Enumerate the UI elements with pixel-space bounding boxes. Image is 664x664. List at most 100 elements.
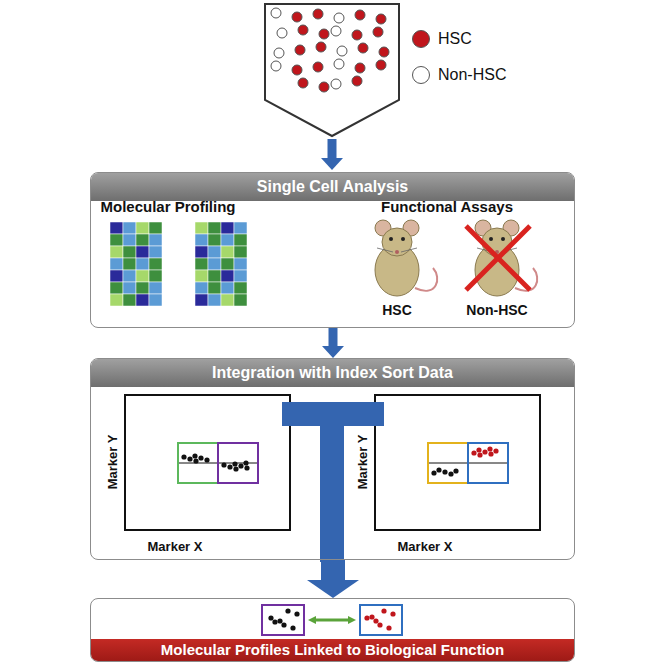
scatter-dot bbox=[448, 471, 453, 476]
cell-dot bbox=[313, 62, 323, 72]
link-arrow bbox=[316, 619, 348, 622]
scatter-dot bbox=[482, 449, 487, 454]
cell-dot bbox=[337, 46, 347, 56]
text-label: Functional Assays bbox=[381, 198, 513, 215]
mouse-icon bbox=[375, 220, 537, 296]
heatmap-cell bbox=[136, 258, 149, 270]
cross-mark bbox=[466, 226, 530, 290]
scatter-dot bbox=[493, 448, 498, 453]
heatmap-cell bbox=[195, 258, 208, 270]
heatmap-cell bbox=[208, 258, 221, 270]
heatmap-cell bbox=[136, 294, 149, 306]
legend-item: HSC bbox=[412, 30, 472, 48]
scatter-dot bbox=[431, 470, 436, 475]
text-label: Marker X bbox=[398, 539, 453, 554]
flow-arrow bbox=[329, 327, 338, 346]
heatmap-cell bbox=[234, 258, 247, 270]
cell-dot bbox=[274, 48, 284, 58]
scatter-dot bbox=[390, 611, 395, 616]
heatmap-cell bbox=[149, 222, 162, 234]
heatmap-cell bbox=[136, 282, 149, 294]
gate-box bbox=[218, 443, 258, 483]
gate-box bbox=[178, 443, 218, 483]
heatmap-cell bbox=[234, 246, 247, 258]
scatter-dot bbox=[232, 461, 237, 466]
gate-box bbox=[428, 443, 468, 483]
panel-title: Single Cell Analysis bbox=[91, 173, 574, 201]
scatter-dot bbox=[488, 451, 493, 456]
cell-dot bbox=[316, 42, 326, 52]
heatmap-cell bbox=[195, 270, 208, 282]
scatter-dot bbox=[281, 622, 286, 627]
scatter-dot bbox=[436, 467, 441, 472]
panel-title: Molecular Profiles Linked to Biological … bbox=[91, 639, 574, 661]
scatter-dot bbox=[238, 463, 243, 468]
gate-box bbox=[360, 605, 402, 635]
scatter-dot bbox=[181, 454, 186, 459]
scatter-dot bbox=[442, 469, 447, 474]
cell-dot bbox=[376, 14, 386, 24]
heatmap-cell bbox=[221, 294, 234, 306]
scatter-dot bbox=[221, 462, 226, 467]
heatmap-cell bbox=[149, 282, 162, 294]
heatmap-cell bbox=[123, 234, 136, 246]
cell-dot bbox=[379, 47, 389, 57]
heatmap-cell bbox=[110, 258, 123, 270]
axis-label: Marker Y bbox=[355, 435, 370, 490]
heatmap-cell bbox=[123, 246, 136, 258]
cell-dot bbox=[313, 9, 323, 19]
scatter-dot bbox=[364, 615, 369, 620]
heatmap-cell bbox=[234, 234, 247, 246]
heatmap-cell bbox=[208, 294, 221, 306]
heatmap-cell bbox=[195, 222, 208, 234]
scatter-dot bbox=[204, 457, 209, 462]
scatter-dot bbox=[227, 464, 232, 469]
sample-tube bbox=[265, 4, 399, 136]
heatmap-cell bbox=[123, 258, 136, 270]
scatter-dot bbox=[377, 622, 382, 627]
scatter-dot bbox=[272, 619, 277, 624]
heatmap-cell bbox=[110, 234, 123, 246]
scatter-dot bbox=[294, 611, 299, 616]
plot-frame bbox=[375, 395, 540, 530]
scatter-dot bbox=[243, 460, 248, 465]
cross-mark bbox=[466, 226, 530, 290]
mouse bbox=[375, 220, 437, 296]
cell-dot bbox=[292, 65, 302, 75]
scatter-dot bbox=[244, 465, 249, 470]
heatmap-cell bbox=[123, 270, 136, 282]
scatter-dot bbox=[386, 625, 391, 630]
scatter-dot bbox=[277, 618, 282, 623]
heatmap-cell bbox=[208, 282, 221, 294]
panel-title: Integration with Index Sort Data bbox=[91, 359, 574, 387]
scatter-dot bbox=[381, 608, 386, 613]
heatmap-cell bbox=[136, 246, 149, 258]
heatmap-cell bbox=[234, 270, 247, 282]
cell-dot bbox=[358, 43, 368, 53]
heatmap-cell bbox=[208, 246, 221, 258]
scatter-dot bbox=[476, 447, 481, 452]
cell-dot bbox=[352, 76, 362, 86]
heatmap-cell bbox=[221, 246, 234, 258]
heatmap-cell bbox=[195, 282, 208, 294]
heatmap-cell bbox=[221, 258, 234, 270]
plot-frame bbox=[125, 395, 290, 530]
cell-dot bbox=[352, 30, 362, 40]
legend-swatch bbox=[412, 30, 430, 48]
text-label: Molecular Profiling bbox=[100, 198, 235, 215]
cell-dot bbox=[355, 63, 365, 73]
cell-dot bbox=[376, 60, 386, 70]
heatmap-cell bbox=[149, 246, 162, 258]
cell-dot bbox=[334, 59, 344, 69]
heatmap-cell bbox=[221, 282, 234, 294]
scatter-dot bbox=[453, 468, 458, 473]
cell-dot bbox=[271, 8, 281, 18]
heatmap-cell bbox=[136, 270, 149, 282]
heatmap-cell bbox=[123, 282, 136, 294]
cell-dot bbox=[331, 26, 341, 36]
scatter-dot bbox=[268, 615, 273, 620]
heatmap-cell bbox=[221, 270, 234, 282]
cell-dot bbox=[319, 82, 329, 92]
heatmap-cell bbox=[110, 282, 123, 294]
